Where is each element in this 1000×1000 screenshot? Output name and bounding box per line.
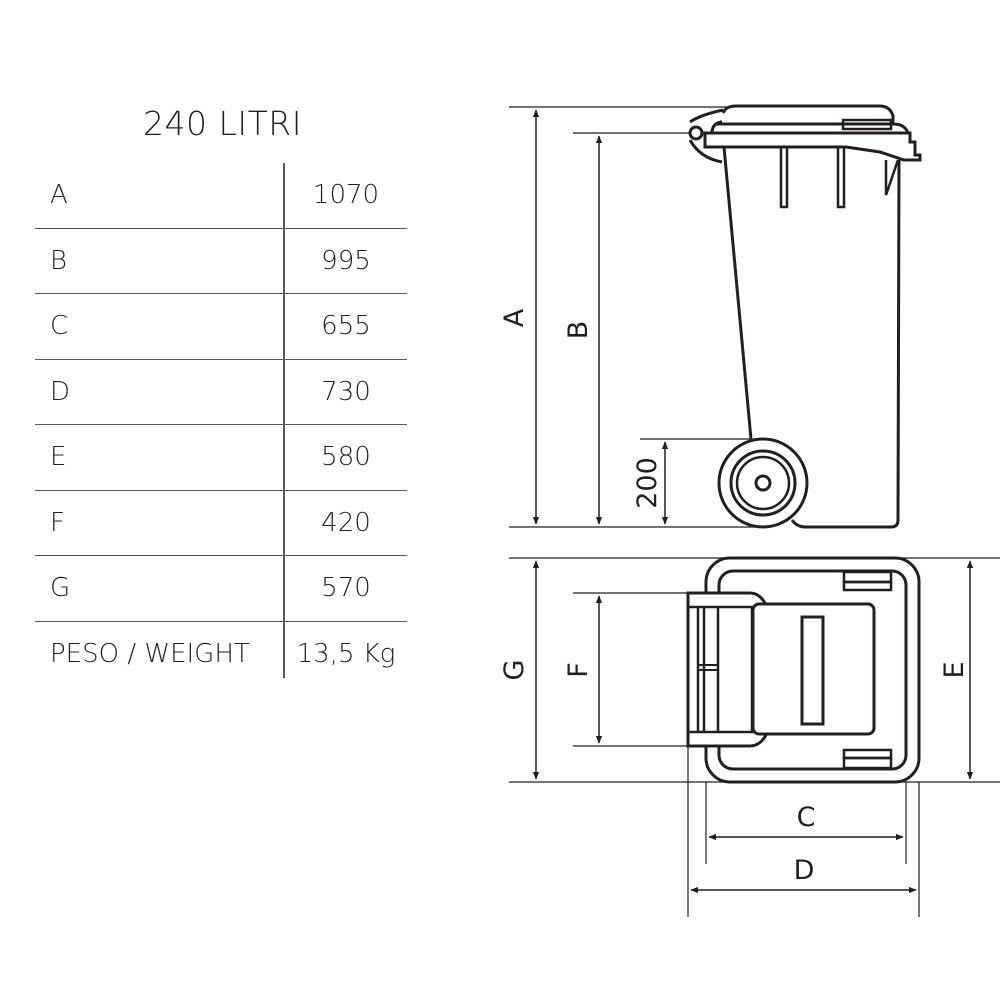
dim-label-wheel-height: 200 <box>632 457 663 509</box>
row-label: B <box>50 245 68 276</box>
row-value: 655 <box>321 311 371 342</box>
top-view <box>509 556 1000 917</box>
dim-label-a: A <box>499 308 530 327</box>
dim-label-g: G <box>499 660 530 681</box>
row-value: 580 <box>321 442 371 473</box>
dim-label-d: D <box>794 855 815 886</box>
capacity-title: 240 LITRI <box>143 104 302 143</box>
dim-label-e: E <box>939 661 970 678</box>
table-row-f: F 420 <box>35 491 407 556</box>
row-value: 570 <box>321 573 371 604</box>
table-row-weight: PESO / WEIGHT 13,5 Kg <box>35 622 407 687</box>
row-label: A <box>50 180 68 211</box>
row-value: 995 <box>321 245 371 276</box>
table-row-e: E 580 <box>35 425 407 491</box>
table-column-divider <box>283 163 285 678</box>
row-value: 420 <box>321 507 371 538</box>
row-label: D <box>50 376 71 407</box>
dim-label-f: F <box>563 662 594 678</box>
table-row-g: G 570 <box>35 556 407 622</box>
row-label: F <box>50 507 65 538</box>
row-label: C <box>50 311 69 342</box>
row-label: G <box>50 573 71 604</box>
dim-label-c: C <box>797 802 816 833</box>
row-label: E <box>50 442 67 473</box>
dimensions-table: A 1070 B 995 C 655 D 730 E 580 F 420 G 5… <box>35 163 407 686</box>
row-label: PESO / WEIGHT <box>50 638 250 669</box>
dim-label-b: B <box>563 321 594 340</box>
row-value: 13,5 Kg <box>296 638 396 669</box>
table-row-c: C 655 <box>35 294 407 360</box>
side-view <box>509 104 922 529</box>
table-row-b: B 995 <box>35 229 407 294</box>
table-row-d: D 730 <box>35 360 407 425</box>
row-value: 730 <box>321 376 371 407</box>
table-row-a: A 1070 <box>35 163 407 229</box>
row-value: 1070 <box>312 180 380 211</box>
